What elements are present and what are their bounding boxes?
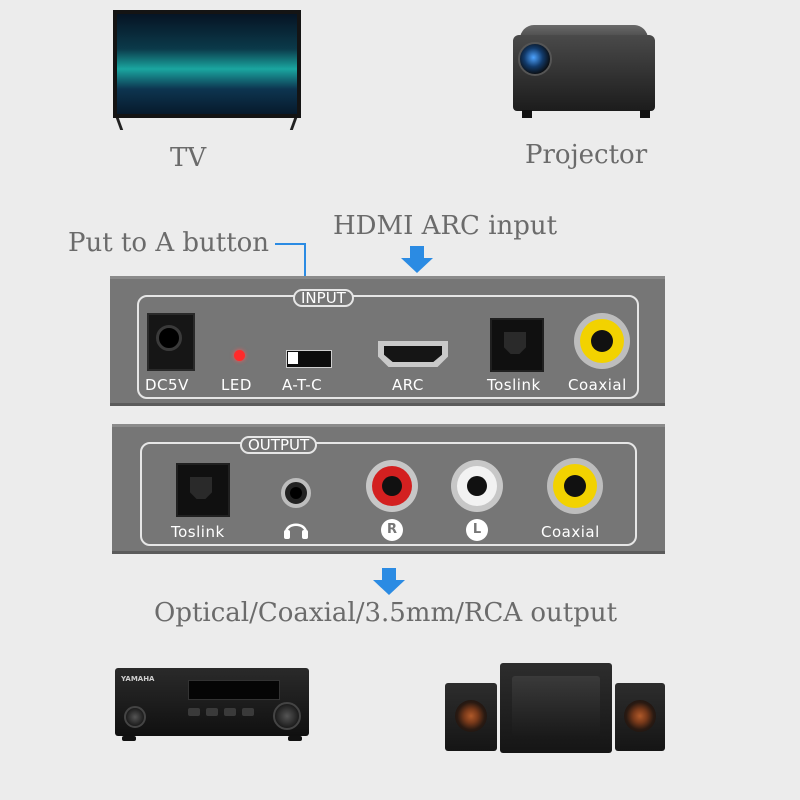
dc-jack-hole: [156, 325, 182, 351]
receiver-button-4: [242, 708, 254, 716]
dc5v-label: DC5V: [145, 376, 189, 394]
rca-right-hole: [382, 476, 402, 496]
toslink-input-label: Toslink: [487, 376, 541, 394]
receiver-button-3: [224, 708, 236, 716]
projector-foot-left: [522, 110, 532, 118]
projector-foot-right: [640, 110, 650, 118]
output-panel-frame: [140, 442, 637, 546]
receiver-input-knob: [124, 706, 146, 728]
output-caption: Optical/Coaxial/3.5mm/RCA output: [154, 598, 618, 628]
input-panel-frame: [137, 295, 639, 399]
receiver-display: [188, 680, 280, 700]
headphone-jack-hole: [290, 487, 302, 499]
subwoofer-bevel: [512, 676, 600, 736]
coaxial-input-hole: [591, 330, 613, 352]
atc-switch-knob[interactable]: [288, 352, 298, 364]
led-label: LED: [221, 376, 252, 394]
coaxial-output-hole: [564, 475, 586, 497]
output-arrow-down-icon: [373, 568, 405, 596]
tv-screen: [113, 10, 301, 118]
arc-label: ARC: [392, 376, 424, 394]
receiver-brand: YAMAHA: [121, 675, 155, 683]
led-indicator: [234, 350, 245, 361]
input-panel-title: INPUT: [293, 289, 354, 307]
hdmi-arc-input-label: HDMI ARC input: [333, 211, 558, 241]
receiver-button-1: [188, 708, 200, 716]
headphone-icon: [282, 516, 310, 540]
atc-label: A-T-C: [282, 376, 323, 394]
rca-right-label: R: [381, 519, 403, 541]
tv-label: TV: [170, 143, 207, 173]
right-satellite-driver: [624, 700, 656, 732]
receiver-foot-right: [288, 736, 302, 741]
toslink-output-port[interactable]: [176, 463, 230, 517]
toslink-input-slot: [504, 332, 526, 354]
put-to-a-button-label: Put to A button: [68, 228, 270, 258]
toslink-output-slot: [190, 477, 212, 499]
hdmi-arc-port-slot: [384, 346, 442, 362]
coaxial-input-label: Coaxial: [568, 376, 627, 394]
receiver-button-2: [206, 708, 218, 716]
rca-left-label: L: [466, 519, 488, 541]
toslink-output-label: Toslink: [171, 523, 225, 541]
coaxial-output-label: Coaxial: [541, 523, 600, 541]
receiver-volume-knob: [273, 702, 301, 730]
left-satellite-driver: [455, 700, 487, 732]
rca-left-hole: [467, 476, 487, 496]
hdmi-arrow-down-icon: [401, 246, 433, 274]
output-panel-title: OUTPUT: [240, 436, 318, 454]
receiver-foot-left: [122, 736, 136, 741]
projector-lens: [518, 42, 552, 76]
projector-label: Projector: [525, 140, 648, 170]
